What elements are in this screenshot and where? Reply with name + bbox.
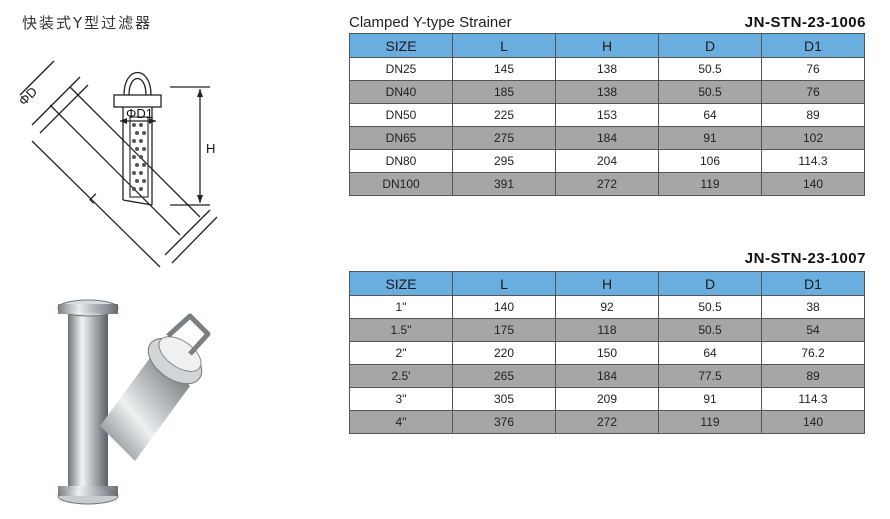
table-cell: 4" (349, 410, 453, 434)
table-cell: 114.3 (761, 149, 865, 173)
table-cell: 145 (452, 57, 556, 81)
table-cell: 50.5 (658, 57, 762, 81)
label-phi-d: ΦD (16, 84, 41, 109)
table-cell: 175 (452, 318, 556, 342)
table-cell: 77.5 (658, 364, 762, 388)
table-cell: 138 (555, 57, 659, 81)
table-cell: 50.5 (658, 295, 762, 319)
table-cell: 54 (761, 318, 865, 342)
table-cell: 391 (452, 172, 556, 196)
table-cell: 50.5 (658, 318, 762, 342)
chinese-title: 快装式Y型过滤器 (22, 14, 153, 32)
table-cell: DN65 (349, 126, 453, 150)
table-cell: 64 (658, 103, 762, 127)
table-cell: 209 (555, 387, 659, 411)
table-header-row: SIZE L H D D1 (349, 33, 865, 58)
header-d1: D1 (761, 271, 865, 296)
table-cell: 140 (452, 295, 556, 319)
table-cell: 138 (555, 80, 659, 104)
header-h: H (555, 33, 659, 58)
table-cell: 184 (555, 364, 659, 388)
table-cell: 119 (658, 172, 762, 196)
table-cell: 106 (658, 149, 762, 173)
table-cell: DN50 (349, 103, 453, 127)
header-size: SIZE (349, 271, 453, 296)
technical-drawing: H ΦD1 ΦD L (16, 60, 218, 268)
product-code-2: JN-STN-23-1007 (744, 250, 866, 267)
table-cell: DN80 (349, 149, 453, 173)
table-cell: 153 (555, 103, 659, 127)
product-code-1: JN-STN-23-1006 (744, 14, 866, 31)
table-cell: 92 (555, 295, 659, 319)
table-title: Clamped Y-type Strainer (349, 14, 512, 31)
table-cell: 185 (452, 80, 556, 104)
header-d: D (658, 33, 762, 58)
table-cell: 225 (452, 103, 556, 127)
table-cell: 272 (555, 410, 659, 434)
table-cell: 204 (555, 149, 659, 173)
table-cell: 2.5' (349, 364, 453, 388)
header-d: D (658, 271, 762, 296)
table-cell: DN100 (349, 172, 453, 196)
label-h: H (206, 141, 215, 156)
table-cell: 76 (761, 57, 865, 81)
table-cell: 275 (452, 126, 556, 150)
header-size: SIZE (349, 33, 453, 58)
table-cell: 140 (761, 172, 865, 196)
table-cell: 1" (349, 295, 453, 319)
table-cell: 102 (761, 126, 865, 150)
product-photo (57, 299, 211, 505)
table-cell: 76 (761, 80, 865, 104)
header-d1: D1 (761, 33, 865, 58)
table-cell: 220 (452, 341, 556, 365)
table-cell: 89 (761, 103, 865, 127)
table-cell: 305 (452, 387, 556, 411)
table-cell: 119 (658, 410, 762, 434)
table-cell: 2" (349, 341, 453, 365)
table-cell: 118 (555, 318, 659, 342)
table-cell: 140 (761, 410, 865, 434)
table-cell: 114.3 (761, 387, 865, 411)
table-cell: 91 (658, 126, 762, 150)
table-cell: 91 (658, 387, 762, 411)
table-cell: 265 (452, 364, 556, 388)
table-cell: 150 (555, 341, 659, 365)
table-cell: 89 (761, 364, 865, 388)
table-cell: DN40 (349, 80, 453, 104)
table-cell: 50.5 (658, 80, 762, 104)
table-header-row: SIZE L H D D1 (349, 271, 865, 296)
table-cell: 376 (452, 410, 556, 434)
header-l: L (452, 33, 556, 58)
table-cell: 295 (452, 149, 556, 173)
table-cell: 64 (658, 341, 762, 365)
table-cell: 184 (555, 126, 659, 150)
header-h: H (555, 271, 659, 296)
header-l: L (452, 271, 556, 296)
table-cell: 1.5" (349, 318, 453, 342)
table-cell: 3" (349, 387, 453, 411)
table-cell: 38 (761, 295, 865, 319)
table-cell: 272 (555, 172, 659, 196)
table-cell: DN25 (349, 57, 453, 81)
table-cell: 76.2 (761, 341, 865, 365)
label-phi-d1: ΦD1 (126, 106, 153, 121)
label-l: L (86, 191, 102, 207)
